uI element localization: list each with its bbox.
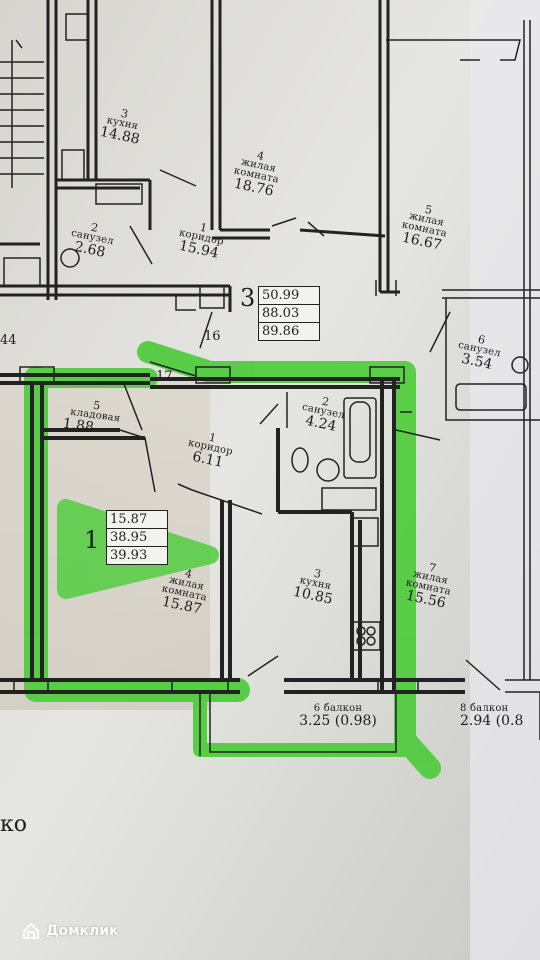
room-name: балкон bbox=[323, 703, 363, 714]
apt3-total-area: 88.03 bbox=[259, 305, 319, 323]
room-area: 2.94 (0.8 bbox=[460, 713, 524, 729]
apt1-total-area: 38.95 bbox=[107, 529, 167, 547]
apt1-area-box: 15.87 38.95 39.93 bbox=[106, 510, 168, 565]
room-number: 6 bbox=[313, 703, 321, 714]
right-page-edge bbox=[470, 0, 540, 960]
room-name: балкон bbox=[469, 703, 509, 714]
upper-apartment-fixtures bbox=[0, 13, 540, 680]
room-balcony-6-label: 6 балкон 3.25 (0.98) bbox=[286, 704, 390, 729]
apt-number-16: 16 bbox=[204, 329, 221, 344]
apt3-living-area: 50.99 bbox=[259, 287, 319, 305]
room-storage-5-label: 5 кладовая 1.88 bbox=[62, 396, 128, 439]
domclick-house-icon bbox=[23, 923, 39, 939]
room-balcony-8-label: 8 балкон 2.94 (0.8 bbox=[460, 704, 540, 729]
room-name-line: 8 балкон bbox=[460, 704, 540, 714]
cut-off-text: ко bbox=[0, 812, 27, 837]
watermark: Домклик bbox=[22, 922, 119, 940]
apt3-room-count: 3 bbox=[240, 284, 256, 312]
apt3-total-with-balcony: 89.86 bbox=[262, 324, 300, 339]
room-number: 8 bbox=[460, 703, 467, 714]
watermark-label: Домклик bbox=[46, 923, 119, 939]
apt1-living-area: 15.87 bbox=[107, 511, 167, 529]
apt-number-17: 17 bbox=[156, 369, 173, 384]
room-area: 3.25 (0.98) bbox=[299, 713, 377, 729]
apt1-room-count: 1 bbox=[84, 526, 100, 554]
apt-number-44: 44 bbox=[0, 333, 17, 348]
apt1-total-with-balcony: 39.93 bbox=[110, 548, 148, 563]
main-apartment-fixtures bbox=[13, 361, 540, 756]
apt3-area-box: 50.99 88.03 89.86 bbox=[258, 286, 320, 341]
room-name-line: 6 балкон bbox=[286, 704, 390, 714]
